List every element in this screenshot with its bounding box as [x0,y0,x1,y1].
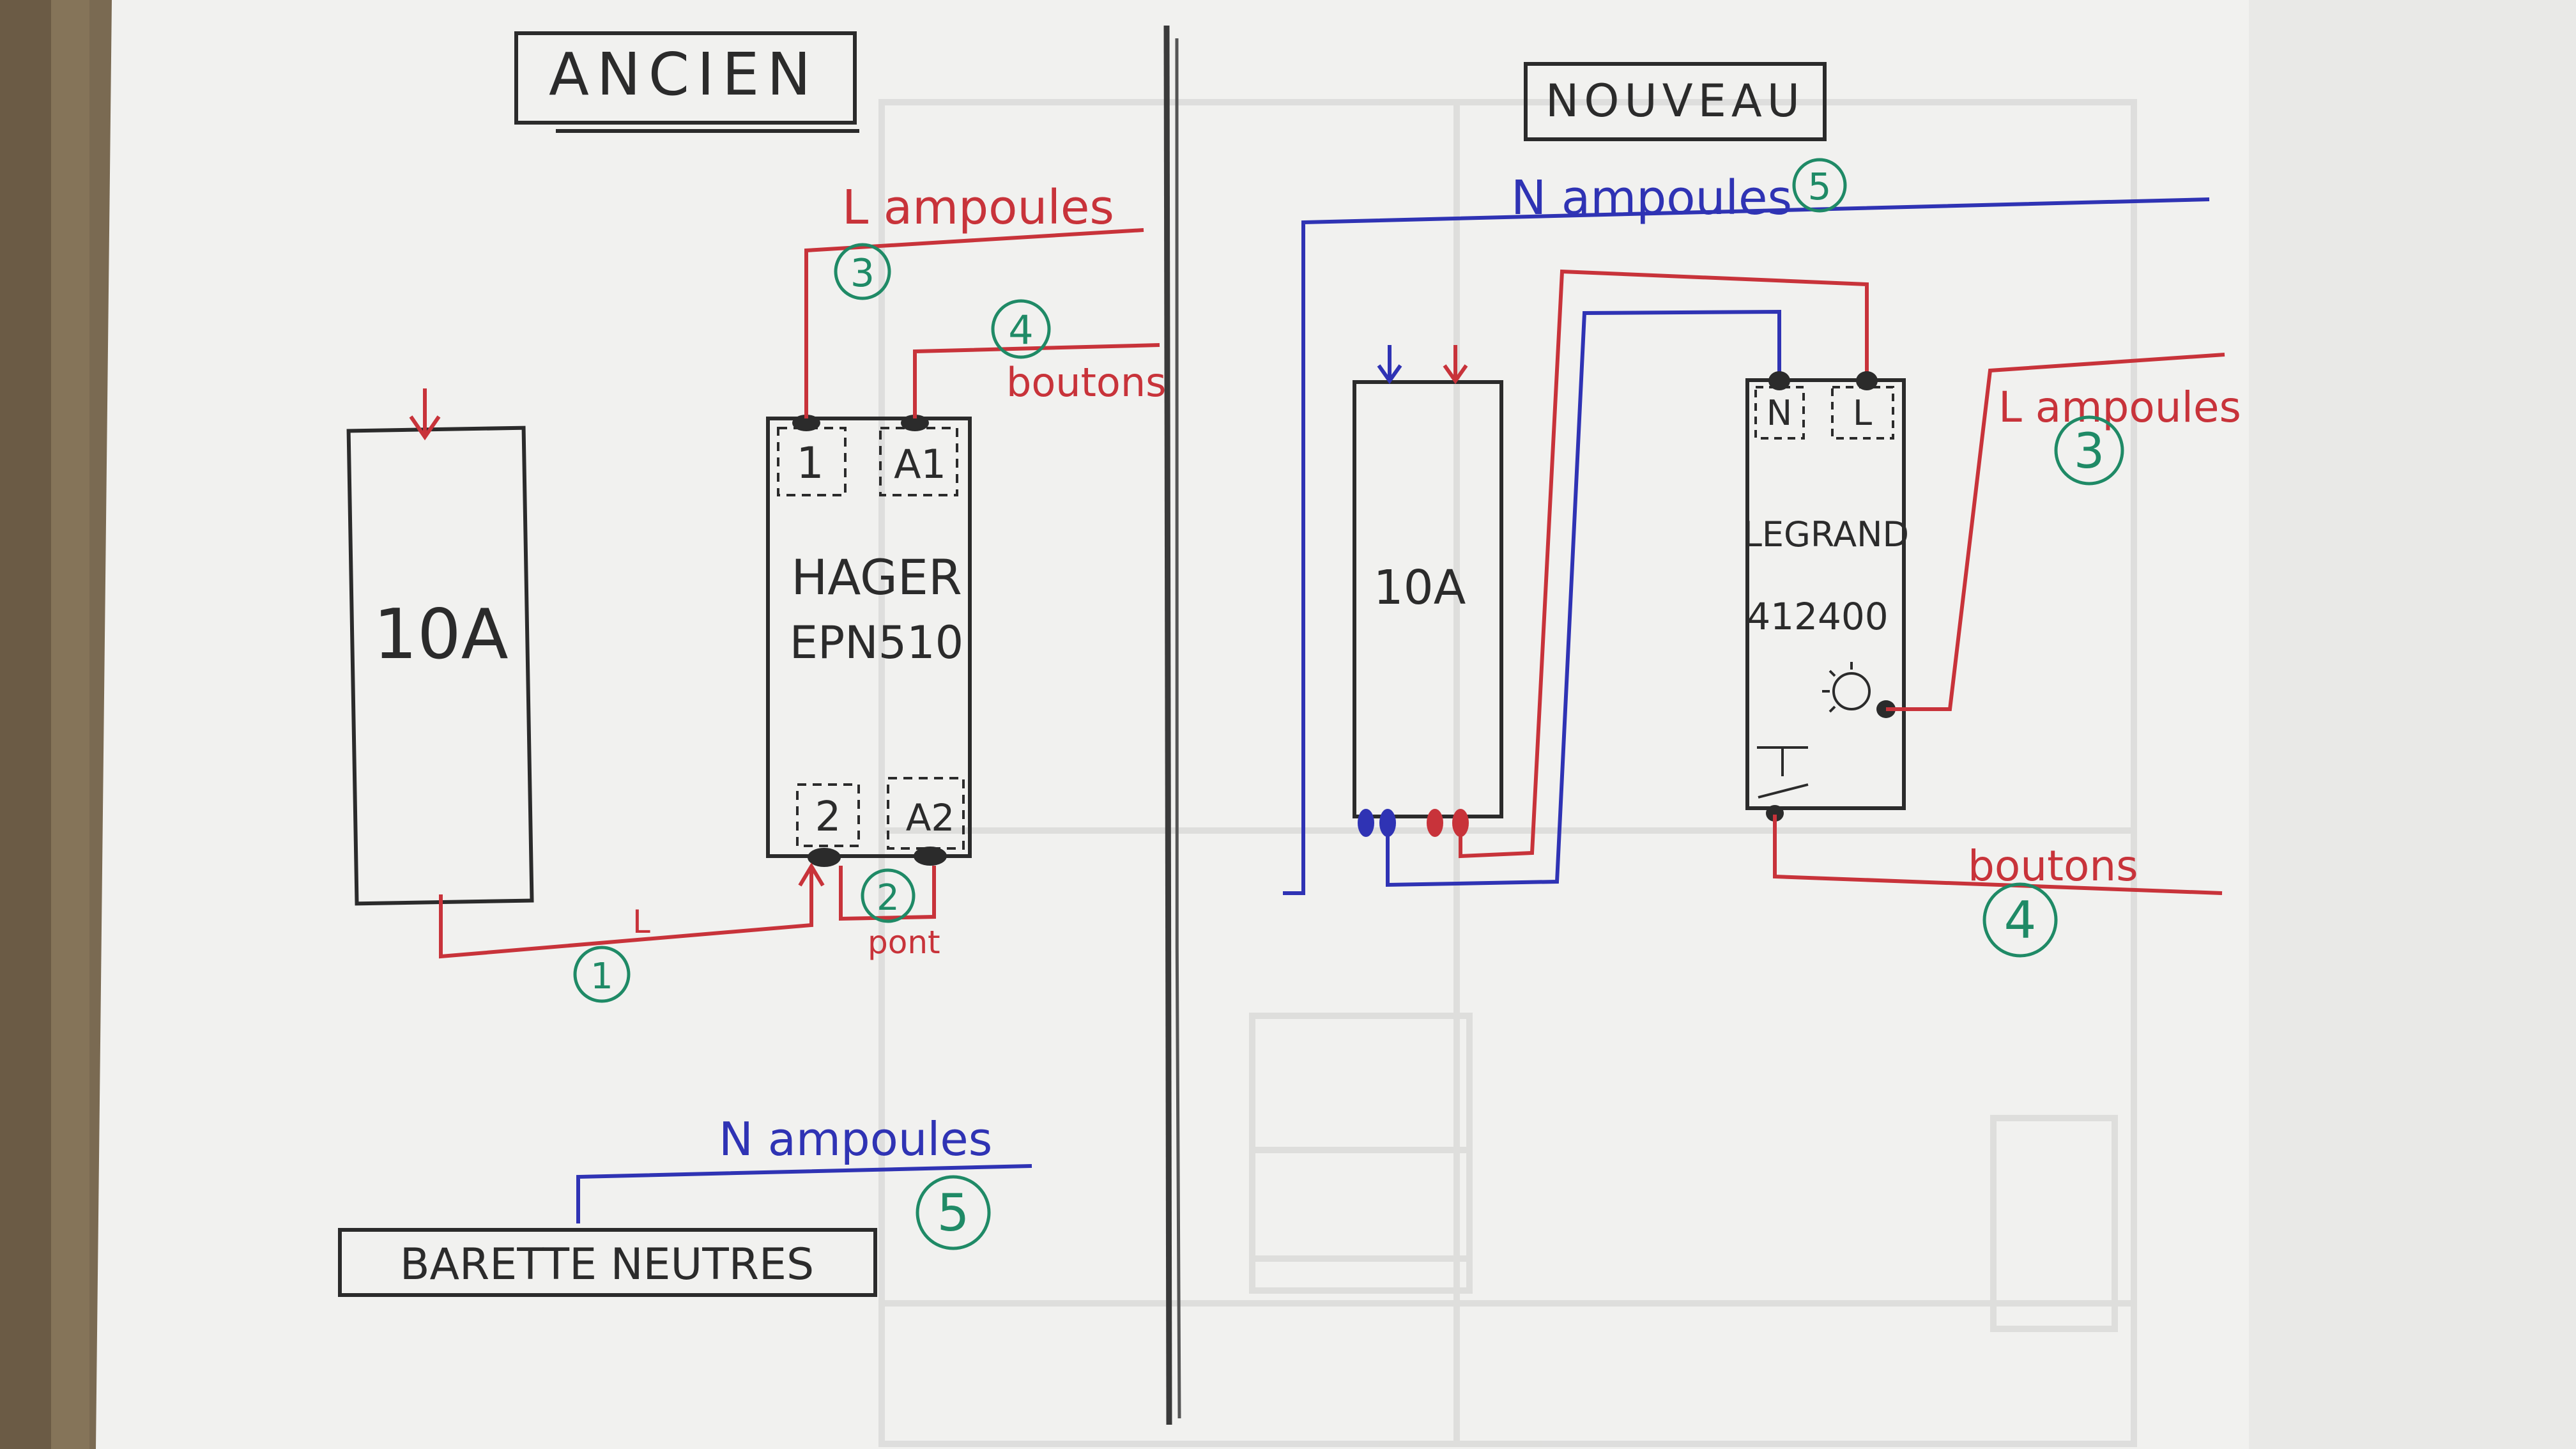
wire-boutons [1773,815,2223,895]
wood-stripe [0,0,51,1449]
lamp-icon [1822,662,1871,713]
l-ampoules-label: L ampoules [842,180,1114,235]
wire-l-ampoules [1886,353,2225,711]
terminal-dot [1452,809,1469,837]
circle-marker-5-label: 5 [937,1183,970,1243]
terminal-a1-label: A1 [894,441,946,487]
circle-marker-1-label: 1 [590,956,613,997]
circle-marker-5 [916,1175,991,1250]
wire-pont [839,866,936,921]
terminal-dot [1379,809,1396,837]
boutons-label: boutons [1006,359,1166,406]
circle-marker-3-label: 3 [2074,422,2104,479]
ancien-panel: ANCIEN 10A 1 A1 HAGER EPN510 2 A2 L ampo… [338,31,1166,1297]
circle-marker-2-label: 2 [877,877,900,919]
circle-marker-3 [2054,415,2124,486]
hager-relay [766,417,972,858]
relay-brand-label: LEGRAND [1743,514,1909,555]
terminal-1-label: 1 [796,438,824,489]
circle-marker-1 [573,946,631,1003]
terminal-dot [901,415,929,431]
relay-model-label: 412400 [1747,595,1888,638]
terminal-a2-label: A2 [906,796,955,839]
terminal-dot [808,848,841,867]
terminal-2-label: 2 [815,793,841,841]
show-through-floor-plan [878,99,2137,1447]
circle-marker-5 [1792,158,1847,213]
circle-marker-5-label: 5 [1808,165,1832,208]
circle-marker-4 [991,299,1051,359]
terminal-dot [914,847,947,866]
circle-marker-4-label: 4 [2004,891,2037,950]
l-label: L [632,903,650,940]
title-box [514,31,857,125]
wire-l [439,870,813,959]
background-paper-sheet [2185,0,2576,1449]
ancien-title: ANCIEN [549,40,818,109]
terminal-dot [1856,371,1878,390]
neutral-bar [338,1228,877,1297]
terminal-a2-box [887,777,965,850]
terminal-n-box [1754,386,1805,440]
relay-model-label: EPN510 [790,617,963,669]
wire-l-ampoules [804,228,1144,418]
circle-marker-3 [834,243,891,300]
wire-boutons [913,343,1160,418]
terminal-n-label: N [1767,393,1792,433]
nouveau-panel: NOUVEAU N ampoules 5 10A N L LEGRAND 412… [1283,62,2241,958]
center-divider-line [1175,38,1181,1419]
paper-sheet [96,0,2249,1449]
boutons-label: boutons [1968,841,2138,891]
breaker-10a [346,425,534,906]
terminal-dot [1768,371,1790,390]
breaker-10a-label: 10A [373,595,508,675]
arrow-head [409,415,441,441]
arrow-head [1377,364,1402,385]
circle-marker-4-label: 4 [1008,307,1033,353]
terminal-dot [1427,809,1443,837]
wire-n-ampoules [576,1164,1032,1223]
neutral-bar-label: BARETTE NEUTRES [400,1239,814,1290]
wood-stripe [51,0,89,1449]
nouveau-title: NOUVEAU [1545,75,1805,127]
relay-brand-label: HAGER [791,549,962,606]
terminal-dot [1766,805,1784,822]
terminal-l-label: L [1853,393,1872,433]
wire-l [1459,269,1869,859]
breaker-10a-label: 10A [1374,560,1466,615]
center-divider-line [1163,25,1172,1425]
wire-n-ampoules [1283,197,2210,895]
circle-marker-4 [1982,882,2058,958]
pont-label: pont [868,924,940,961]
title-box [1524,62,1827,141]
circle-marker-3-label: 3 [850,251,875,296]
terminal-dot [1358,809,1374,837]
terminal-dot [792,415,820,431]
push-button-icon [1757,746,1809,799]
legrand-relay [1745,378,1906,810]
wire-n [1386,309,1781,887]
circle-marker-2 [861,868,916,923]
arrow-head [798,862,825,887]
n-ampoules-label: N ampoules [1511,171,1792,226]
terminal-2-box [796,783,860,847]
n-ampoules-label: N ampoules [719,1112,992,1166]
arrow-head [1443,364,1468,385]
l-ampoules-label: L ampoules [1998,383,2241,432]
